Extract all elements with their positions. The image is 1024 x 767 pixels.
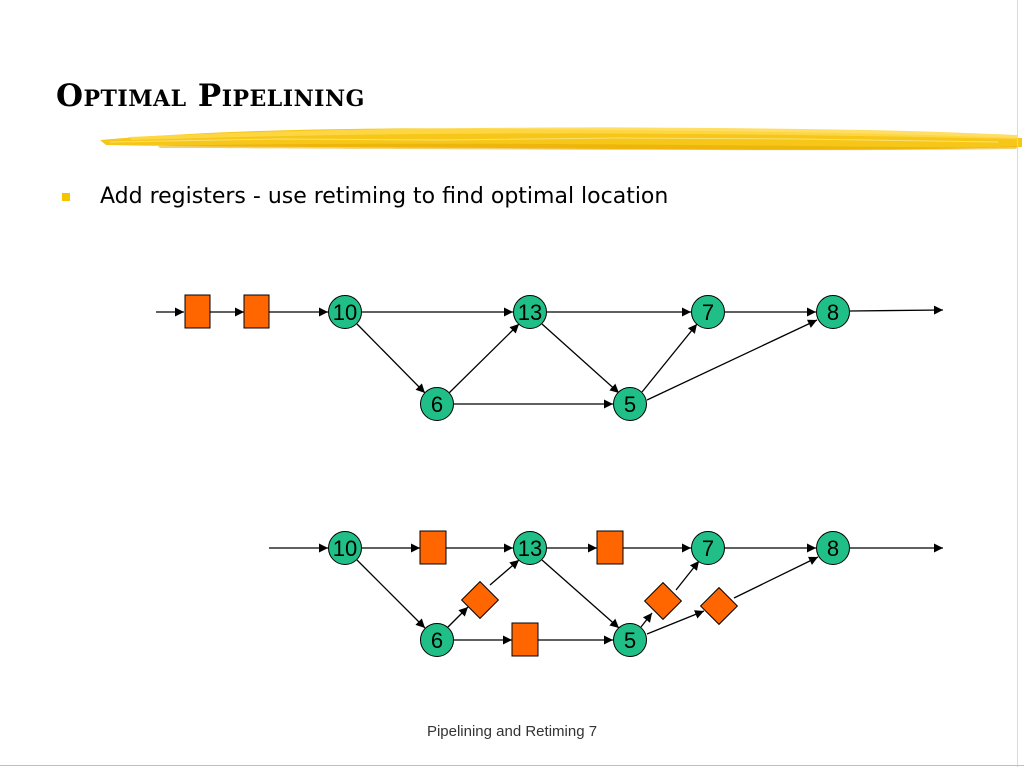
register [243, 294, 270, 329]
node-label: 13 [518, 536, 542, 561]
node-7: 7 [691, 531, 725, 565]
edge-6-to-13 [448, 323, 520, 394]
edge-10-to-6 [356, 323, 426, 394]
node-10: 10 [328, 531, 362, 565]
node-6: 6 [420, 623, 454, 657]
register [643, 581, 683, 621]
node-6: 6 [420, 387, 454, 421]
slide-title: Optimal Pipelining [56, 78, 365, 114]
node-8: 8 [816, 295, 850, 329]
register [699, 586, 739, 626]
edge-reg-to-8 [733, 556, 819, 599]
register [460, 580, 500, 620]
edge-5-to-8 [646, 319, 818, 401]
edge-reg-to-7 [675, 560, 700, 591]
graph-after [269, 543, 943, 645]
node-5: 5 [613, 387, 647, 421]
node-label: 8 [827, 536, 839, 561]
edge-8-to-output [849, 305, 944, 315]
node-label: 6 [431, 392, 443, 417]
node-label: 5 [624, 628, 636, 653]
graph-before-nodes: 10 13 7 8 6 5 [328, 295, 850, 421]
node-10: 10 [328, 295, 362, 329]
register [596, 530, 624, 565]
node-8: 8 [816, 531, 850, 565]
edge-reg-to-13 [489, 559, 520, 586]
node-label: 10 [333, 536, 357, 561]
edge-13-to-5 [541, 559, 620, 629]
graph-before-registers [184, 294, 270, 329]
slide-footer: Pipelining and Retiming 7 [426, 723, 598, 740]
edge-6-to-reg [447, 606, 469, 628]
edge-5-to-7 [641, 323, 698, 393]
edge-5-to-reg [640, 612, 653, 628]
register [511, 622, 539, 657]
node-label: 13 [518, 300, 542, 325]
edge-13-to-5 [541, 323, 620, 394]
node-7: 7 [691, 295, 725, 329]
node-label: 7 [702, 536, 714, 561]
node-label: 6 [431, 628, 443, 653]
highlight-brush-stroke [100, 127, 1022, 151]
bullet-square-icon [62, 192, 70, 201]
node-5: 5 [613, 623, 647, 657]
node-13: 13 [513, 295, 547, 329]
register [184, 294, 211, 329]
node-label: 7 [702, 300, 714, 325]
bottom-divider [0, 765, 1024, 766]
graph-before [156, 305, 944, 409]
register [419, 530, 447, 565]
graph-after-registers [419, 530, 739, 657]
edge-10-to-6 [356, 559, 426, 629]
graph-after-nodes: 10 13 7 8 6 5 [328, 531, 850, 657]
bullet-item: Add registers - use retiming to find opt… [62, 184, 668, 209]
node-label: 10 [333, 300, 357, 325]
edge-5-to-reg [646, 610, 705, 635]
node-label: 5 [624, 392, 636, 417]
node-13: 13 [513, 531, 547, 565]
right-divider [1017, 0, 1018, 767]
bullet-text: Add registers - use retiming to find opt… [100, 184, 669, 209]
node-label: 8 [827, 300, 839, 325]
